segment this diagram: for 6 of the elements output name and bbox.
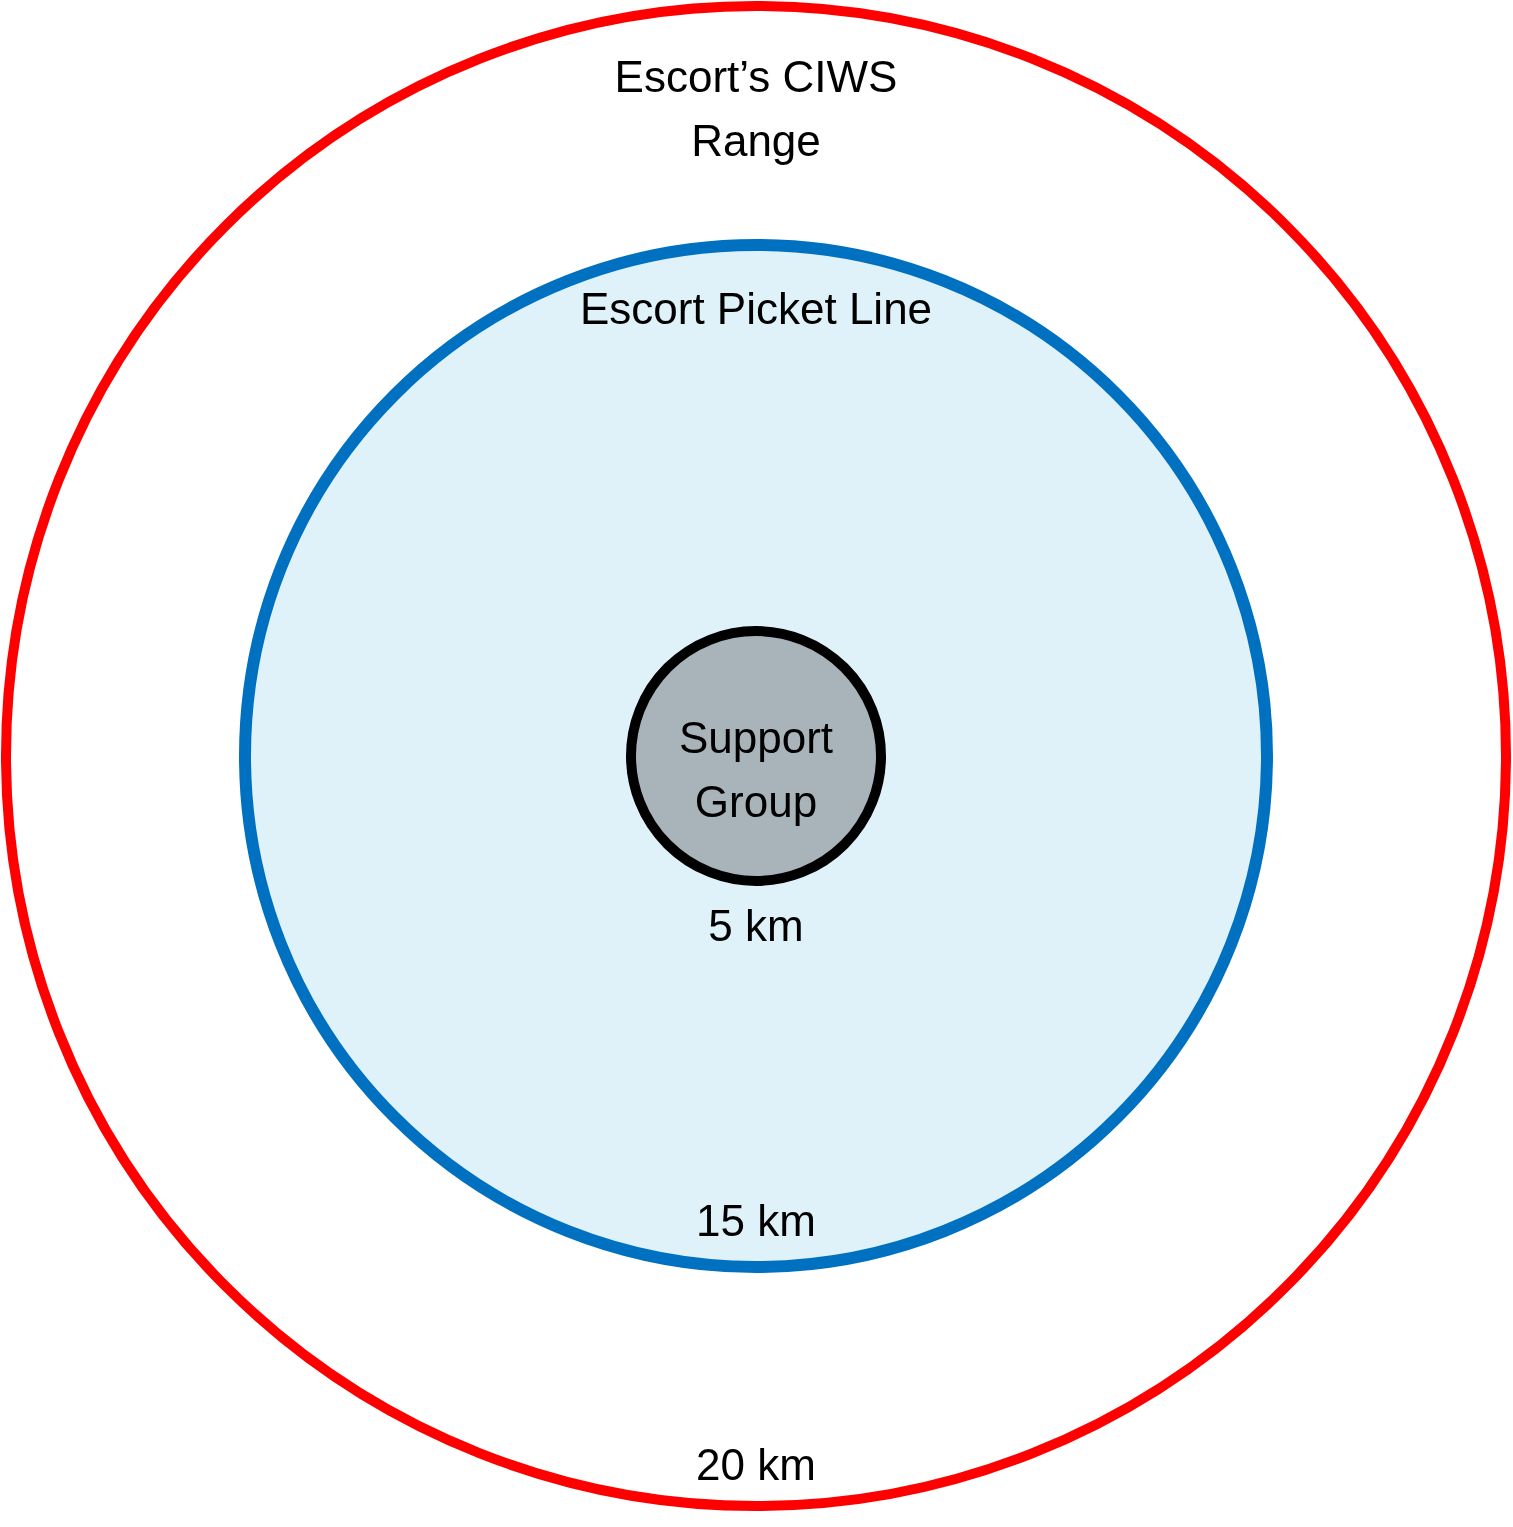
distance-label: 15 km <box>695 1195 817 1247</box>
picket-label: Escort Picket Line <box>578 283 934 335</box>
distance-label: 5 km <box>707 900 805 952</box>
range-label: Escort’s CIWS Range <box>613 51 899 167</box>
distance-label: 20 km <box>695 1439 817 1491</box>
group-label: Support Group <box>677 712 835 828</box>
